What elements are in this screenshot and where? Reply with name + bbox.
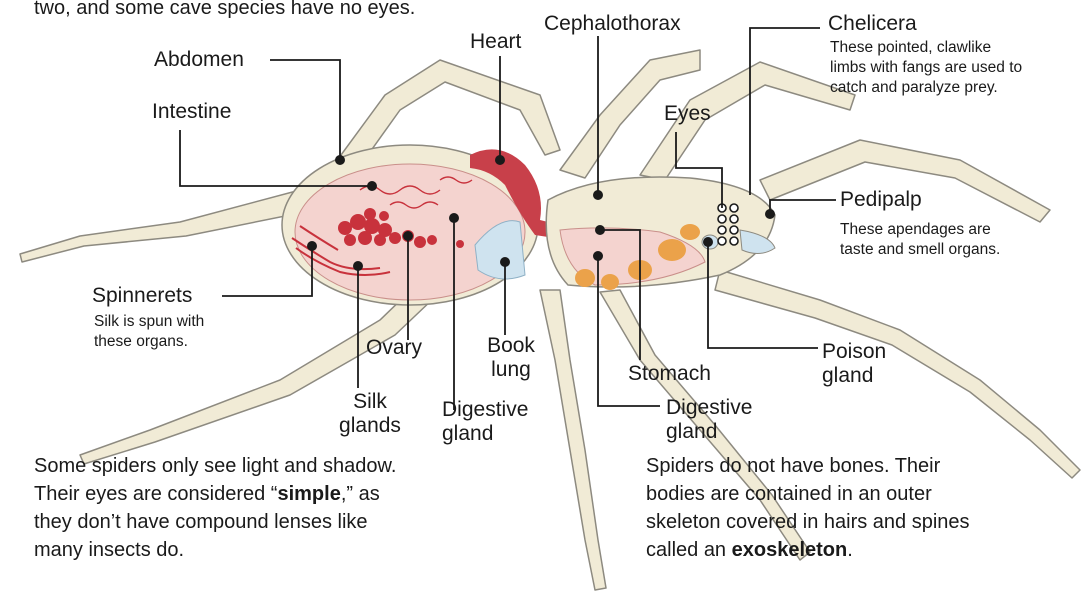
label-stomach: Stomach bbox=[628, 362, 711, 386]
leg-back-left bbox=[20, 190, 305, 262]
note-spinnerets: Silk is spun with these organs. bbox=[94, 312, 204, 352]
label-abdomen: Abdomen bbox=[154, 48, 244, 72]
paragraph-exoskeleton: Spiders do not have bones. Their bodies … bbox=[646, 452, 970, 564]
label-digestive-gland-right: Digestive gland bbox=[666, 396, 752, 444]
cephalothorax-shape bbox=[546, 177, 775, 290]
top-text: two, and some cave species have no eyes. bbox=[34, 0, 415, 20]
note-pedipalp: These apendages are taste and smell orga… bbox=[840, 220, 1000, 260]
label-digestive-gland-left: Digestive gland bbox=[442, 398, 528, 446]
label-eyes: Eyes bbox=[664, 102, 711, 126]
note-chelicera: These pointed, clawlike limbs with fangs… bbox=[830, 38, 1022, 98]
paragraph-eyes: Some spiders only see light and shadow. … bbox=[34, 452, 396, 564]
leg-lower-middle-1 bbox=[540, 290, 606, 590]
leg-lower-right bbox=[715, 270, 1080, 478]
label-pedipalp: Pedipalp bbox=[840, 188, 922, 212]
label-book-lung: Book lung bbox=[480, 334, 542, 382]
label-spinnerets: Spinnerets bbox=[92, 284, 192, 308]
label-ovary: Ovary bbox=[366, 336, 422, 360]
label-silk-glands: Silk glands bbox=[330, 390, 410, 438]
label-chelicera: Chelicera bbox=[828, 12, 917, 36]
label-poison-gland: Poison gland bbox=[822, 340, 886, 388]
label-cephalothorax: Cephalothorax bbox=[544, 12, 681, 36]
label-intestine: Intestine bbox=[152, 100, 231, 124]
label-heart: Heart bbox=[470, 30, 521, 54]
